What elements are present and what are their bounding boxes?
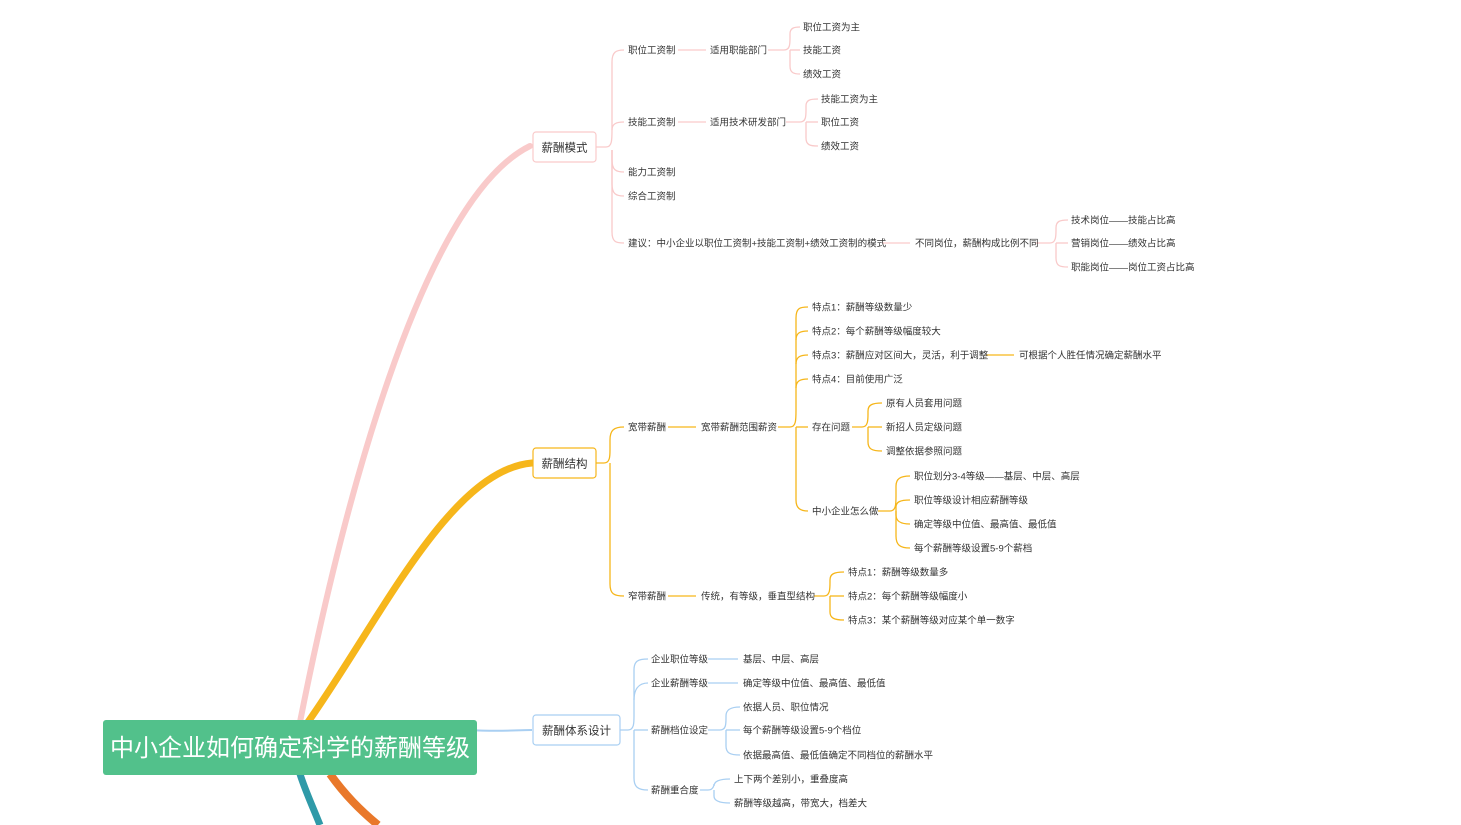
structure-z2[interactable]: 特点2：每个薪酬等级幅度小 [848, 591, 968, 603]
system-label: 薪酬体系设计 [542, 724, 611, 738]
branch-structure [304, 459, 536, 726]
mode-jn-dept[interactable]: 适用技术研发部门 [710, 117, 786, 129]
structure-z3[interactable]: 特点3：某个薪酬等级对应某个单一数字 [848, 615, 1015, 627]
structure-node[interactable]: 薪酬结构 [532, 447, 597, 479]
mode-zw-dept[interactable]: 适用职能部门 [710, 45, 767, 57]
mode-node[interactable]: 薪酬模式 [532, 131, 597, 163]
mode-jn-a[interactable]: 技能工资为主 [821, 94, 878, 106]
system-dw2[interactable]: 每个薪酬等级设置5-9个档位 [743, 725, 862, 737]
structure-i1[interactable]: 原有人员套用问题 [886, 398, 963, 410]
mode-zw-a[interactable]: 职位工资为主 [803, 22, 860, 34]
mode-advice[interactable]: 建议：中小企业以职位工资制+技能工资制+绩效工资制的模式 [628, 238, 887, 250]
mode-zw-c[interactable]: 绩效工资 [803, 69, 842, 81]
structure-zd-sub[interactable]: 传统，有等级，垂直型结构 [701, 591, 815, 603]
system-connectors [620, 658, 741, 804]
branch-mode [297, 143, 533, 725]
structure-f2[interactable]: 特点2：每个薪酬等级幅度较大 [812, 326, 941, 338]
root-label: 中小企业如何确定科学的薪酬等级 [110, 735, 470, 762]
branch-teal [296, 772, 324, 825]
system-zwdj[interactable]: 企业职位等级 [651, 654, 709, 666]
structure-connectors [596, 306, 1014, 621]
system-cd1[interactable]: 上下两个差别小，重叠度高 [734, 774, 848, 786]
mode-zh[interactable]: 综合工资制 [628, 191, 676, 203]
structure-f3[interactable]: 特点3：薪酬应对区间大，灵活，利于调整 [812, 350, 989, 362]
system-dw1[interactable]: 依据人员、职位情况 [743, 702, 829, 714]
system-xcdj[interactable]: 企业薪酬等级 [651, 678, 709, 690]
structure-h1[interactable]: 职位划分3-4等级——基层、中层、高层 [914, 471, 1080, 483]
root-node[interactable]: 中小企业如何确定科学的薪酬等级 [103, 720, 477, 775]
mode-d1[interactable]: 技术岗位——技能占比高 [1071, 215, 1176, 227]
mode-jn-b[interactable]: 职位工资 [821, 117, 860, 129]
mode-zw-b[interactable]: 技能工资 [803, 45, 842, 57]
mode-d2[interactable]: 营销岗位——绩效占比高 [1071, 238, 1176, 250]
structure-f1[interactable]: 特点1：薪酬等级数量少 [812, 302, 913, 314]
structure-z1[interactable]: 特点1：薪酬等级数量多 [848, 567, 948, 579]
mode-label: 薪酬模式 [542, 142, 588, 155]
structure-f3-note[interactable]: 可根据个人胜任情况确定薪酬水平 [1019, 350, 1162, 362]
mode-nl[interactable]: 能力工资制 [628, 167, 676, 179]
structure-h3[interactable]: 确定等级中位值、最高值、最低值 [914, 519, 1057, 531]
structure-kd[interactable]: 宽带薪酬 [628, 422, 666, 434]
system-dw[interactable]: 薪酬档位设定 [651, 725, 709, 737]
structure-how[interactable]: 中小企业怎么做 [812, 506, 879, 518]
structure-zd[interactable]: 窄带薪酬 [628, 591, 666, 603]
system-zwdj-v[interactable]: 基层、中层、高层 [743, 654, 819, 666]
mode-jn-c[interactable]: 绩效工资 [821, 141, 860, 153]
structure-h2[interactable]: 职位等级设计相应薪酬等级 [914, 495, 1029, 507]
structure-f4[interactable]: 特点4：目前使用广泛 [812, 374, 903, 386]
mode-zw[interactable]: 职位工资制 [628, 45, 676, 57]
system-node[interactable]: 薪酬体系设计 [532, 714, 621, 746]
structure-kd-sub[interactable]: 宽带薪酬范围薪资 [701, 422, 778, 434]
system-cd2[interactable]: 薪酬等级越高，带宽大，档差大 [734, 798, 868, 810]
system-cd[interactable]: 薪酬重合度 [651, 785, 699, 797]
structure-issue[interactable]: 存在问题 [812, 422, 851, 434]
mode-d3[interactable]: 职能岗位——岗位工资占比高 [1071, 262, 1195, 274]
structure-i2[interactable]: 新招人员定级问题 [886, 422, 963, 434]
system-dw3[interactable]: 依据最高值、最低值确定不同档位的薪酬水平 [743, 750, 934, 762]
system-xcdj-v[interactable]: 确定等级中位值、最高值、最低值 [743, 678, 886, 690]
mode-diff[interactable]: 不同岗位，薪酬构成比例不同 [915, 238, 1039, 250]
mode-jn[interactable]: 技能工资制 [628, 117, 676, 129]
branch-system [469, 729, 533, 732]
structure-h4[interactable]: 每个薪酬等级设置5-9个薪档 [914, 543, 1032, 555]
structure-label: 薪酬结构 [542, 457, 588, 471]
mode-connectors [596, 26, 1069, 268]
structure-i3[interactable]: 调整依据参照问题 [886, 446, 963, 458]
branch-orange [326, 771, 381, 825]
